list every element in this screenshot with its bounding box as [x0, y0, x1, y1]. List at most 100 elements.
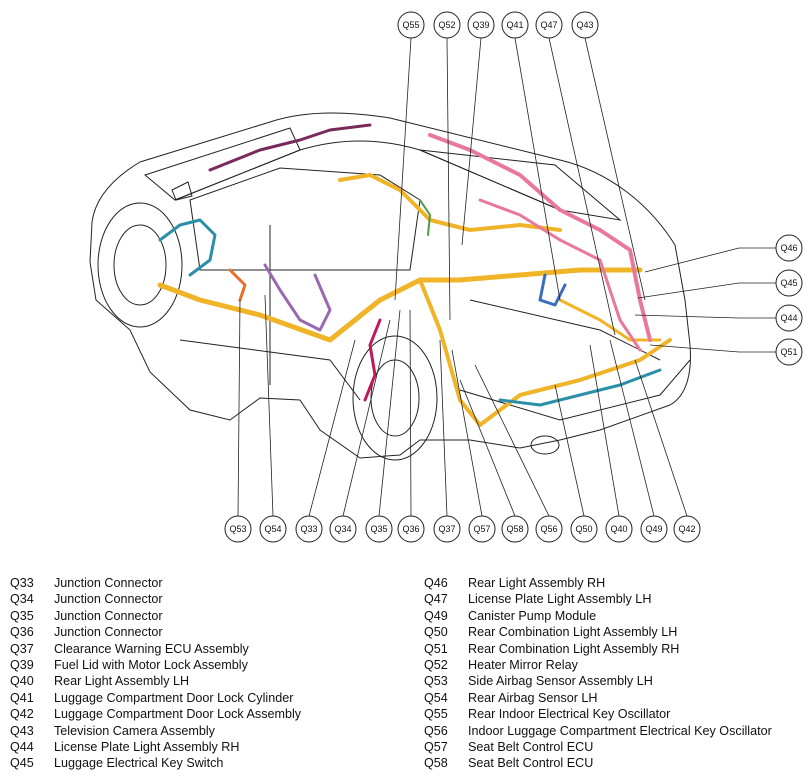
legend-description: Television Camera Assembly [54, 723, 215, 738]
callout-q36: Q36 [397, 515, 425, 543]
callout-q43: Q43 [571, 11, 599, 39]
car-rear-window [419, 149, 622, 221]
callout-label: Q46 [780, 243, 797, 253]
leader-q33 [308, 339, 356, 517]
legend-code: Q37 [10, 641, 34, 656]
callout-label: Q34 [334, 524, 351, 534]
callout-circle [640, 515, 668, 543]
callout-circle [673, 515, 701, 543]
callout-label: Q58 [506, 524, 523, 534]
front-door-harness [158, 218, 217, 277]
rear-wheel [352, 335, 438, 461]
leader-lines [237, 37, 776, 517]
leader-q45 [637, 282, 776, 299]
legend-code: Q36 [10, 625, 34, 640]
callout-q40: Q40 [605, 515, 633, 543]
callout-label: Q39 [472, 20, 489, 30]
legend-code: Q34 [10, 592, 34, 607]
callout-circle [467, 11, 495, 39]
callout-q49: Q49 [640, 515, 668, 543]
callout-circle [397, 11, 425, 39]
legend-description: Rear Combination Light Assembly RH [468, 641, 680, 656]
legend-description: Luggage Compartment Door Lock Assembly [54, 707, 302, 722]
callout-q51: Q51 [775, 338, 803, 366]
legend-code: Q42 [10, 707, 34, 722]
callout-circle [295, 515, 323, 543]
legend-row: Q41 Luggage Compartment Door Lock Cylinde… [10, 690, 301, 706]
callout-label: Q52 [438, 20, 455, 30]
legend-code: Q35 [10, 608, 34, 623]
leader-q57 [451, 349, 483, 517]
legend-description: Rear Airbag Sensor LH [468, 690, 598, 705]
legend-code: Q49 [424, 608, 448, 623]
callout-q57: Q57 [468, 515, 496, 543]
callout-circle [468, 515, 496, 543]
callout-label: Q55 [402, 20, 419, 30]
leader-q58 [459, 379, 516, 517]
legend-code: Q43 [10, 723, 34, 738]
legend-description: Luggage Compartment Door Lock Cylinder [54, 690, 294, 705]
leader-q43 [584, 37, 646, 301]
leader-q54 [264, 294, 274, 517]
trunk-blue-harness [538, 273, 567, 307]
legend-description: License Plate Light Assembly LH [468, 592, 652, 607]
callout-label: Q43 [576, 20, 593, 30]
car-windshield [143, 127, 301, 201]
callout-q34: Q34 [329, 515, 357, 543]
leader-q50 [554, 384, 585, 517]
callout-circle [501, 515, 529, 543]
rear-wheel-rim [370, 359, 420, 437]
legend-code: Q45 [10, 756, 34, 771]
car-rear-bumper [459, 359, 691, 421]
leader-q55 [394, 37, 412, 301]
legend-description: Rear Combination Light Assembly LH [468, 625, 678, 640]
leader-q36 [409, 309, 412, 517]
legend-code: Q55 [424, 707, 448, 722]
door-panel-harness [228, 268, 247, 302]
callout-circle [535, 515, 563, 543]
legend-description: Rear Light Assembly RH [468, 576, 606, 590]
legend-description: License Plate Light Assembly RH [54, 739, 240, 754]
legend-code: Q57 [424, 739, 448, 754]
main-harness-rear [418, 278, 672, 427]
callout-label: Q53 [229, 524, 246, 534]
callout-circle [605, 515, 633, 543]
callout-q58: Q58 [501, 515, 529, 543]
callout-label: Q45 [780, 278, 797, 288]
legend-code: Q41 [10, 690, 34, 705]
callout-label: Q37 [438, 524, 455, 534]
callout-q39: Q39 [467, 11, 495, 39]
car-trunk-line [469, 299, 661, 361]
rear-door-harness [263, 263, 332, 332]
callout-circle [329, 515, 357, 543]
callout-label: Q51 [780, 347, 797, 357]
callout-circle [433, 11, 461, 39]
legend-description: Fuel Lid with Motor Lock Assembly [54, 657, 248, 672]
callout-circle [397, 515, 425, 543]
callout-circle [775, 269, 803, 297]
callout-circle [775, 338, 803, 366]
legend-row: Q42 Luggage Compartment Door Lock Assembl… [10, 706, 301, 722]
callout-q46: Q46 [775, 234, 803, 262]
legend-description: Junction Connector [54, 592, 163, 607]
leader-q56 [474, 364, 550, 517]
legend-description: Junction Connector [54, 625, 163, 640]
callout-q37: Q37 [433, 515, 461, 543]
callout-label: Q54 [264, 524, 281, 534]
leader-q34 [342, 319, 391, 517]
leader-q53 [237, 299, 241, 517]
